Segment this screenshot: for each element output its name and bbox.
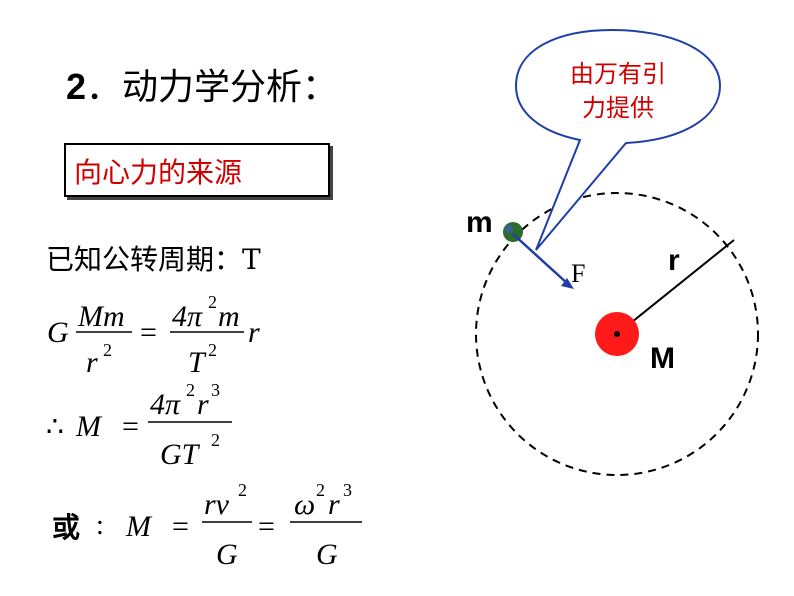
eq1-equals: = bbox=[140, 316, 157, 349]
eq3-den1: G bbox=[216, 538, 238, 571]
eq2-den-exp: 2 bbox=[211, 430, 220, 450]
section-heading-text: ．动力学分析： bbox=[86, 67, 339, 108]
eq1-den-left-exp: 2 bbox=[103, 340, 112, 360]
eq2-therefore: ∴ bbox=[46, 412, 64, 443]
eq1-num-right-exp: 2 bbox=[208, 292, 217, 312]
eq3-num2-omega: ω bbox=[294, 488, 315, 521]
eq3-num2-r: r bbox=[328, 488, 340, 521]
bubble-line1: 由万有引 bbox=[570, 60, 666, 88]
eq1-num-left: Mm bbox=[77, 300, 125, 333]
section-number: 2 bbox=[66, 66, 87, 107]
eq3-equals1: = bbox=[172, 510, 189, 543]
eq2-num-r: r bbox=[197, 388, 209, 421]
alt-mass-equation: : M = rv 2 G = ω 2 r 3 G bbox=[96, 480, 362, 571]
mass-equation: ∴ M = 4π 2 r 3 GT 2 bbox=[46, 380, 232, 471]
eq3-den2: G bbox=[316, 538, 338, 571]
eq2-equals: = bbox=[122, 410, 139, 443]
orbit-path bbox=[475, 192, 759, 476]
label-big-M: M bbox=[650, 342, 675, 375]
eq1-num-right-var: m bbox=[218, 300, 240, 333]
planet-ocean bbox=[505, 225, 513, 233]
eq1-den-right: T bbox=[188, 346, 207, 379]
eq3-num1-exp: 2 bbox=[238, 480, 247, 500]
centripetal-source-label: 向心力的来源 bbox=[74, 156, 243, 189]
eq2-num: 4π bbox=[150, 388, 181, 421]
eq2-num-exp1: 2 bbox=[186, 380, 195, 400]
eq3-lhs: M bbox=[125, 510, 153, 543]
or-label: 或 bbox=[52, 506, 80, 546]
eq3-num2-exp2: 3 bbox=[343, 480, 352, 500]
force-arrow-head bbox=[561, 278, 574, 289]
eq3-colon: : bbox=[96, 510, 104, 541]
eq1-num-right-coef: 4π bbox=[172, 300, 203, 333]
radius-line bbox=[616, 239, 735, 335]
orbit-diagram: 由万有引 力提供 m F r M bbox=[466, 28, 759, 476]
section-heading: 2．动力学分析： bbox=[66, 58, 338, 110]
or-label-text: 或 bbox=[52, 511, 81, 544]
known-period-line: 已知公转周期：T bbox=[46, 238, 261, 278]
eq2-lhs: M bbox=[75, 410, 103, 443]
period-symbol: T bbox=[242, 243, 261, 276]
gravity-equation: G Mm r 2 = 4π 2 m T 2 r bbox=[47, 292, 260, 379]
eq1-tail-r: r bbox=[248, 316, 260, 349]
known-period-text: 已知公转周期： bbox=[46, 243, 243, 276]
eq2-num-exp2: 3 bbox=[211, 380, 220, 400]
eq3-num1: rv bbox=[204, 488, 230, 521]
eq1-G: G bbox=[47, 316, 69, 349]
label-force-F: F bbox=[571, 259, 585, 288]
eq2-den: GT bbox=[160, 438, 201, 471]
force-arrow-line bbox=[512, 233, 569, 285]
eq3-num2-exp1: 2 bbox=[316, 480, 325, 500]
eq1-den-left: r bbox=[86, 346, 98, 379]
speech-bubble bbox=[514, 28, 722, 251]
eq3-equals2: = bbox=[258, 510, 275, 543]
label-radius-r: r bbox=[668, 244, 680, 277]
central-mass-center bbox=[614, 331, 620, 337]
centripetal-source-box: 向心力的来源 bbox=[64, 143, 330, 197]
eq1-den-right-exp: 2 bbox=[208, 340, 217, 360]
label-small-m: m bbox=[466, 206, 493, 239]
bubble-line2: 力提供 bbox=[582, 94, 654, 122]
